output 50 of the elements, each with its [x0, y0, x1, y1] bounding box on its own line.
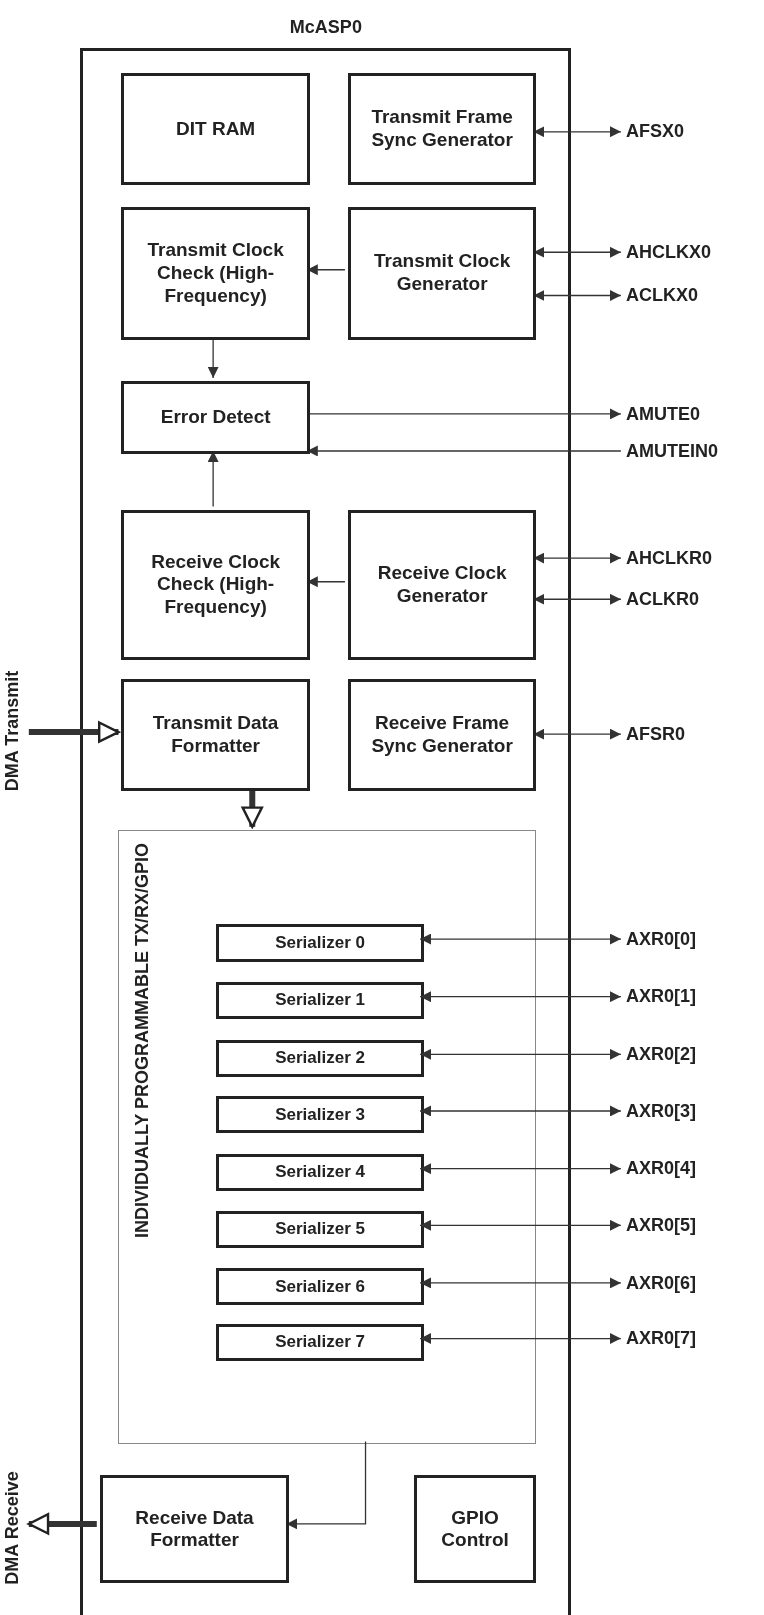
- pin-label: AHCLKR0: [626, 546, 713, 569]
- double-arrow: [419, 1219, 622, 1231]
- pin-label: AMUTEIN0: [626, 439, 719, 462]
- block-box: Serializer 2: [216, 1039, 425, 1077]
- pin-label: AXR0[7]: [626, 1327, 697, 1350]
- double-arrow: [419, 1277, 622, 1289]
- pin-label: AXR0[0]: [626, 927, 697, 950]
- block-box: Serializer 6: [216, 1268, 425, 1306]
- block-box: Transmit Frame Sync Generator: [347, 73, 537, 186]
- pin-label: AMUTE0: [626, 402, 701, 425]
- double-arrow: [419, 933, 622, 945]
- block-box: Serializer 0: [216, 924, 425, 962]
- block-box: Transmit Clock Generator: [347, 206, 537, 340]
- pin-label: AHCLKX0: [626, 240, 712, 263]
- double-arrow: [419, 1105, 622, 1117]
- block-box: Error Detect: [121, 380, 310, 454]
- pin-label: AXR0[1]: [626, 985, 697, 1008]
- pin-label: AXR0[2]: [626, 1043, 697, 1066]
- bus-arrow: [28, 721, 120, 743]
- pin-label: AXR0[4]: [626, 1157, 697, 1180]
- block-box: Receive Data Formatter: [99, 1475, 290, 1584]
- block-box: Serializer 7: [216, 1323, 425, 1362]
- block-box: GPIO Control: [413, 1475, 537, 1584]
- block-box: Serializer 4: [216, 1154, 425, 1192]
- block-box: Serializer 3: [216, 1096, 425, 1134]
- pin-label: AFSX0: [626, 120, 685, 143]
- group-panel: [118, 829, 537, 1445]
- double-arrow: [419, 1048, 622, 1060]
- double-arrow: [419, 1333, 622, 1345]
- pin-label: ACLKX0: [626, 284, 699, 307]
- block-box: Receive Clock Generator: [347, 509, 537, 660]
- double-arrow: [419, 1163, 622, 1175]
- bus-arrow: [27, 1513, 97, 1535]
- block-box: Receive Clock Check (High-Frequency): [121, 509, 310, 660]
- pin-label: AFSR0: [626, 722, 686, 745]
- block-box: DIT RAM: [121, 73, 310, 186]
- group-title: INDIVIDUALLY PROGRAMMABLE TX/RX/GPIO: [131, 843, 153, 1239]
- bus-label: DMA Receive: [2, 1471, 24, 1585]
- block-box: Serializer 5: [216, 1210, 425, 1248]
- pin-label: ACLKR0: [626, 587, 700, 610]
- pin-label: AXR0[3]: [626, 1099, 697, 1122]
- block-box: Transmit Data Formatter: [121, 679, 310, 791]
- bus-label: DMA Transmit: [2, 670, 24, 792]
- block-box: Transmit Clock Check (High-Frequency): [121, 206, 310, 340]
- pin-label: AXR0[5]: [626, 1213, 697, 1236]
- double-arrow: [419, 991, 622, 1003]
- module-title: McASP0: [288, 17, 363, 39]
- block-box: Serializer 1: [216, 982, 425, 1020]
- pin-label: AXR0[6]: [626, 1271, 697, 1294]
- block-box: Receive Frame Sync Generator: [347, 679, 537, 791]
